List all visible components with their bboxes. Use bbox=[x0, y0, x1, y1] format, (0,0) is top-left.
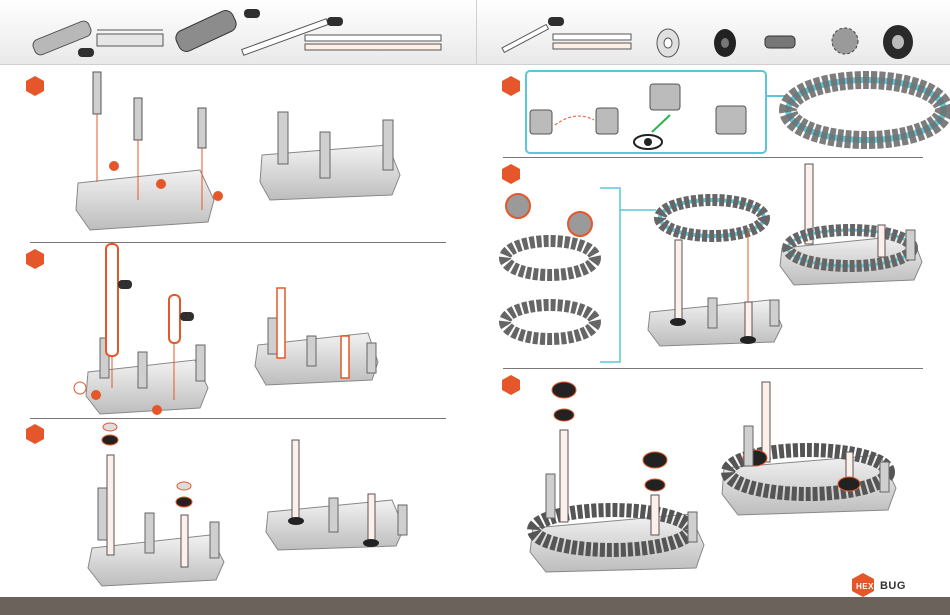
brand-bug: BUG bbox=[880, 580, 906, 592]
footer-bar bbox=[0, 597, 950, 615]
step5-result bbox=[780, 164, 922, 285]
step5-gears-and-tracks bbox=[505, 188, 656, 362]
step4-instructions-box bbox=[526, 71, 786, 153]
step6-result bbox=[722, 382, 896, 515]
step3-result bbox=[266, 440, 407, 550]
brand-hex: HEX bbox=[856, 582, 874, 591]
step4-track-loop bbox=[788, 80, 944, 140]
step2-result bbox=[255, 288, 378, 385]
step3-assembly bbox=[88, 423, 224, 586]
step6-assembly bbox=[530, 382, 704, 572]
step2-assembly bbox=[74, 244, 208, 415]
step5-assembly bbox=[648, 200, 782, 346]
step1-result bbox=[260, 112, 400, 200]
